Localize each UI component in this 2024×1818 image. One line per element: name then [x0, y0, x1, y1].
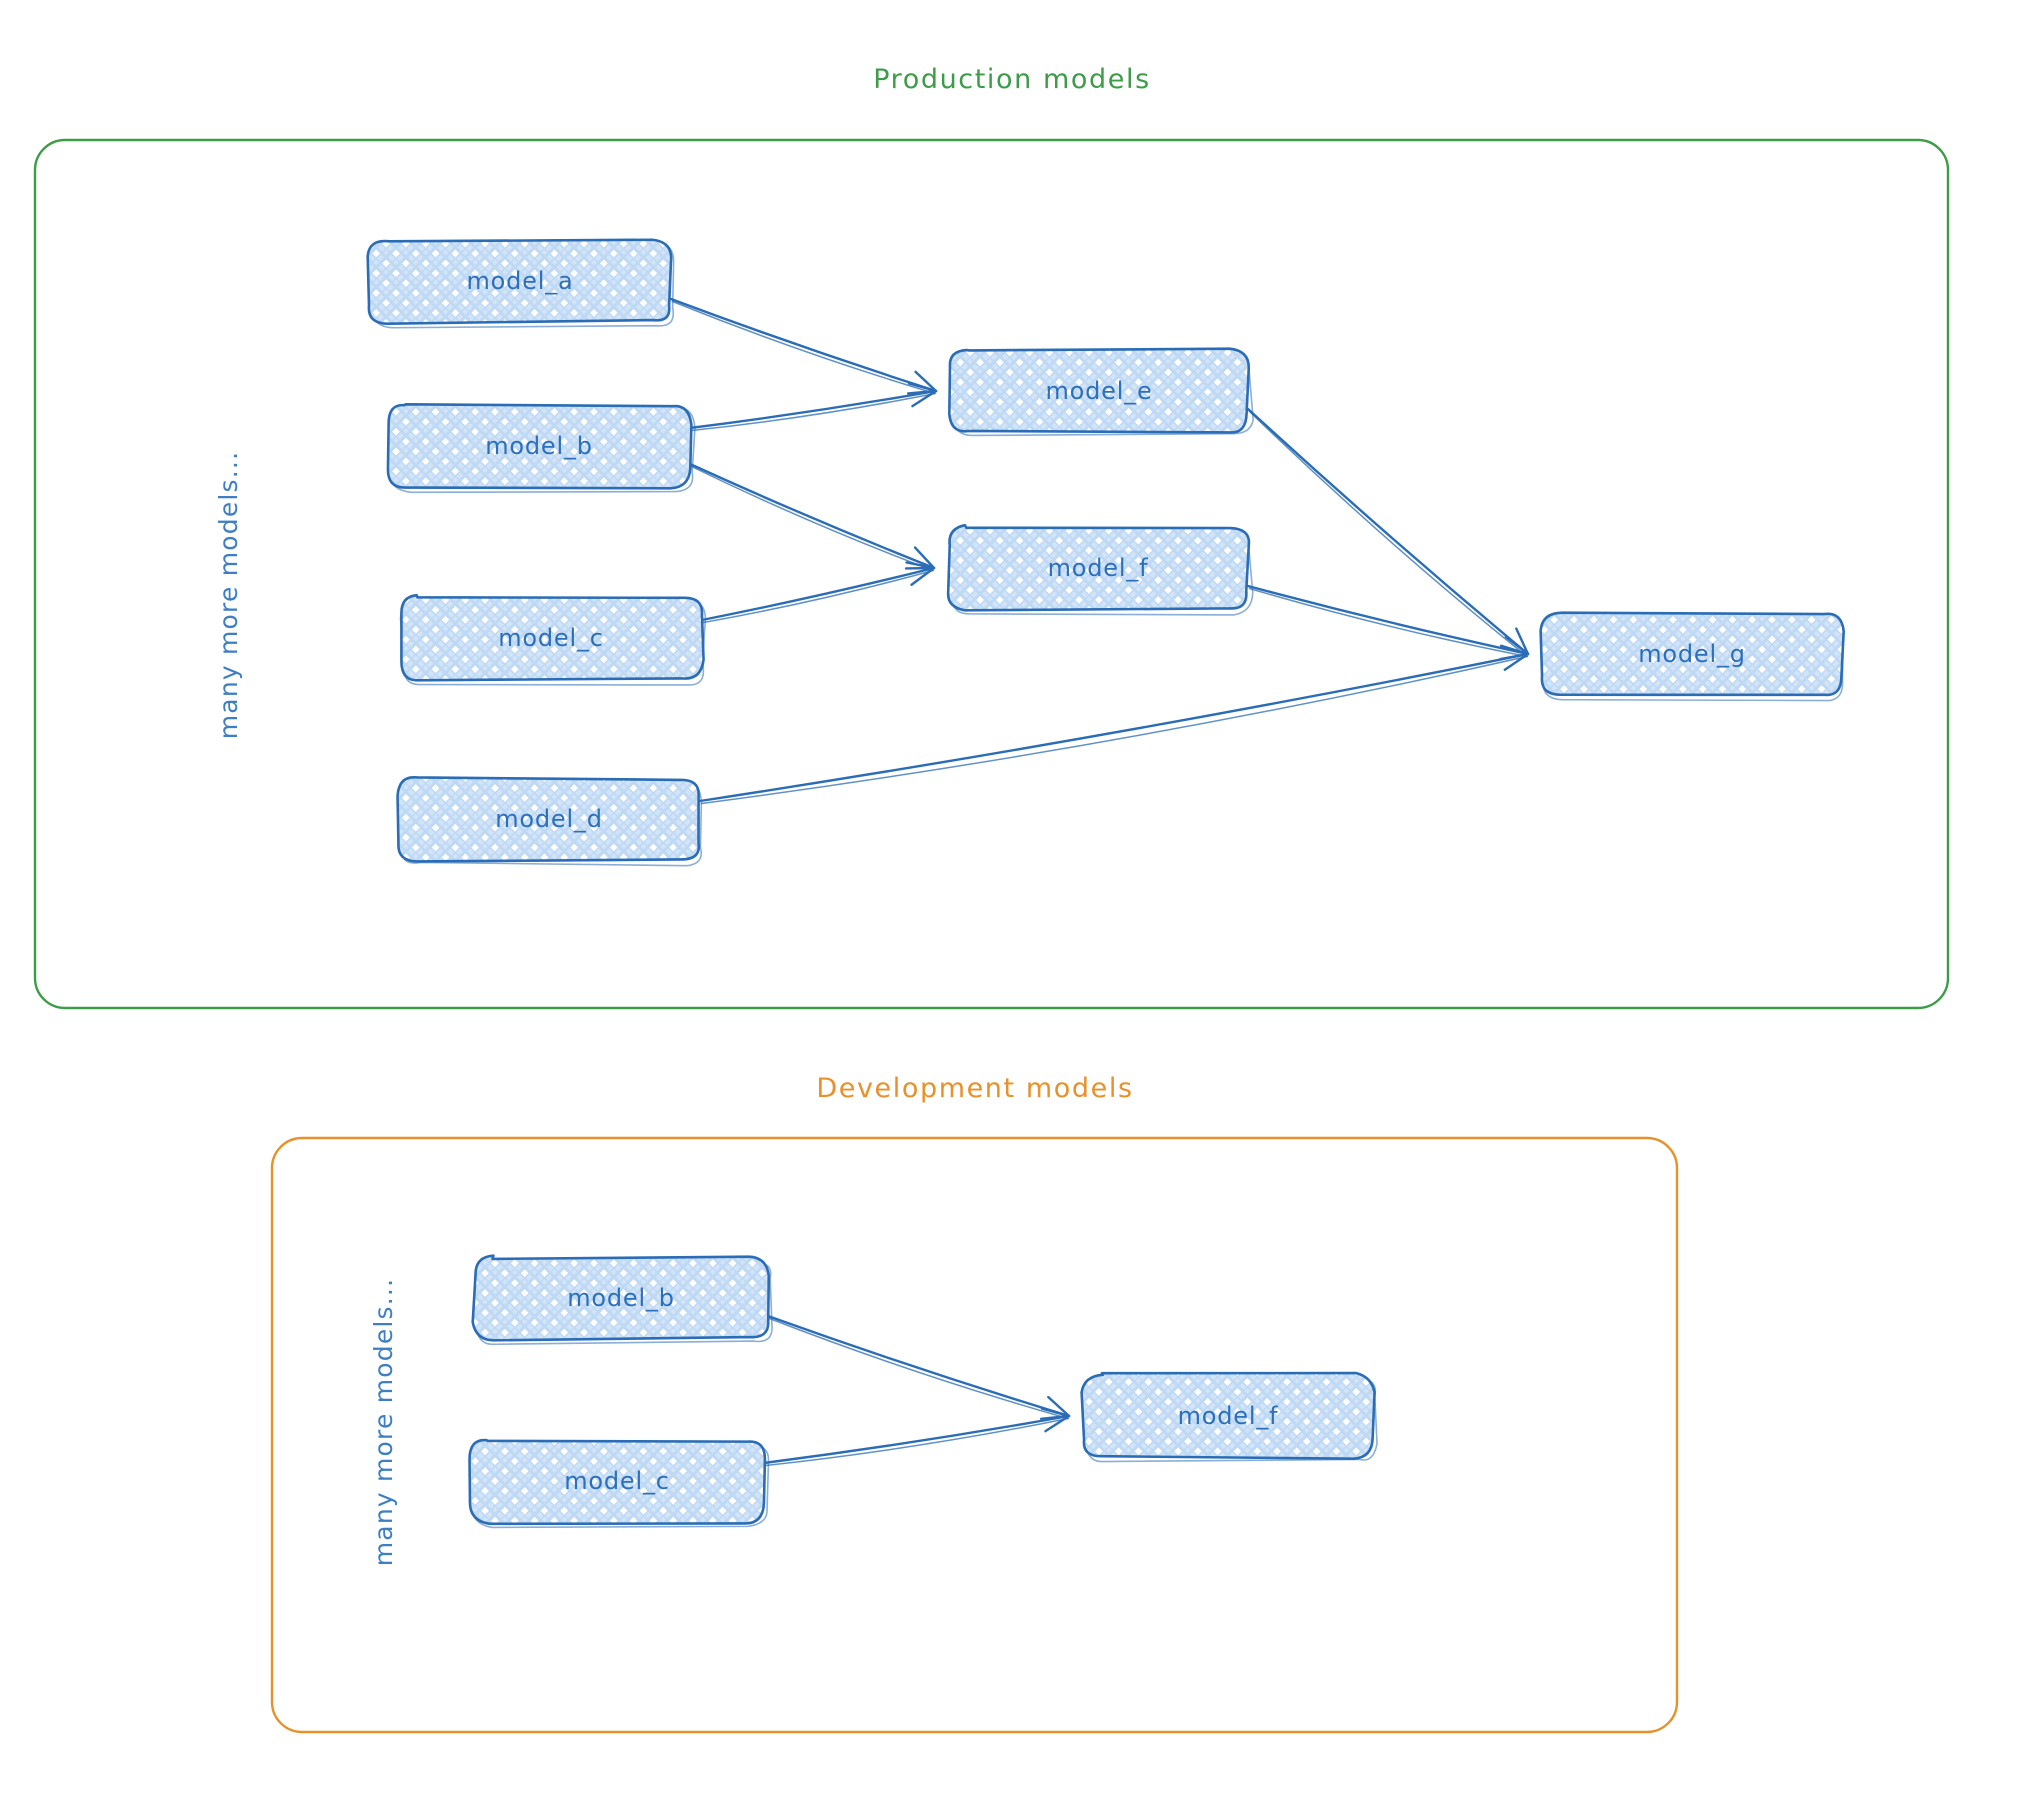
group-title-development: Development models: [816, 1073, 1133, 1104]
node-dev-model-f[interactable]: model_f: [1080, 1371, 1378, 1463]
edge-prod-model-b-to-prod-model-f: [688, 462, 936, 572]
node-dev-model-b[interactable]: model_b: [471, 1254, 773, 1346]
node-label-dev-model-f: model_f: [1178, 1402, 1279, 1430]
group-nodes: model_a model_b model_c model_d model_emodel…: [366, 238, 1845, 1529]
node-label-prod-model-a: model_a: [466, 267, 573, 295]
group-frame-development: [270, 1136, 1679, 1734]
node-label-prod-model-b: model_b: [485, 432, 593, 460]
node-prod-model-d[interactable]: model_d: [396, 776, 703, 867]
node-prod-model-f[interactable]: model_f: [946, 523, 1254, 616]
node-prod-model-b[interactable]: model_b: [386, 403, 696, 494]
group-title-production: Production models: [873, 64, 1151, 95]
group-frame-production: [33, 138, 1950, 1010]
group-labels: Production models many more models... Deve…: [214, 64, 1151, 1566]
node-label-prod-model-d: model_d: [495, 805, 603, 833]
side-note-production: many more models...: [214, 451, 243, 739]
group-edges: [669, 297, 1530, 1467]
edge-prod-model-b-to-prod-model-e: [688, 382, 938, 432]
edge-prod-model-e-to-prod-model-g: [1246, 407, 1530, 658]
side-note-development: many more models...: [369, 1278, 398, 1566]
edge-prod-model-c-to-prod-model-f: [700, 561, 936, 624]
node-label-prod-model-e: model_e: [1045, 377, 1152, 405]
edge-prod-model-d-to-prod-model-g: [698, 646, 1530, 805]
node-label-prod-model-c: model_c: [498, 624, 604, 652]
node-label-dev-model-b: model_b: [567, 1284, 675, 1312]
edge-dev-model-c-to-dev-model-f: [762, 1407, 1071, 1467]
node-prod-model-g[interactable]: model_g: [1539, 611, 1845, 702]
group-frames: [33, 138, 1950, 1734]
node-label-prod-model-g: model_g: [1638, 640, 1746, 668]
node-prod-model-a[interactable]: model_a: [366, 238, 675, 329]
edge-prod-model-a-to-prod-model-e: [669, 297, 938, 395]
node-label-dev-model-c: model_c: [564, 1467, 670, 1495]
node-prod-model-e[interactable]: model_e: [948, 347, 1254, 437]
edge-dev-model-b-to-dev-model-f: [766, 1314, 1071, 1420]
node-dev-model-c[interactable]: model_c: [468, 1438, 770, 1529]
node-label-prod-model-f: model_f: [1048, 554, 1149, 582]
node-prod-model-c[interactable]: model_c: [399, 593, 707, 686]
